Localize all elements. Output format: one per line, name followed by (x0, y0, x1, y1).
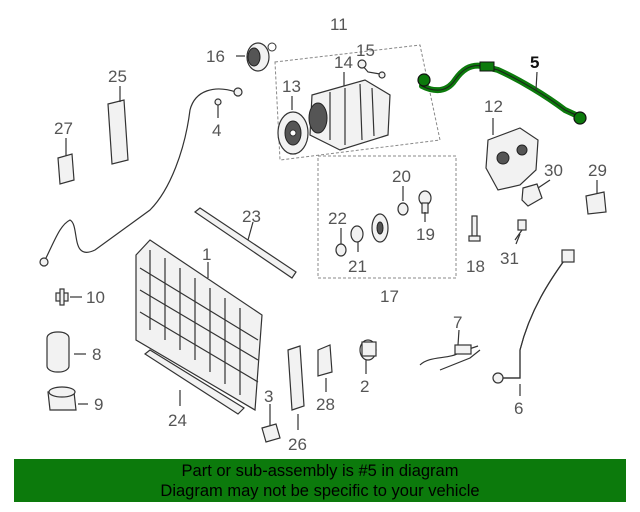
callout-15: 15 (356, 41, 375, 60)
callout-1: 1 (202, 245, 211, 264)
callout-13: 13 (282, 77, 301, 96)
callout-31: 31 (500, 249, 519, 268)
callout-4: 4 (212, 121, 221, 140)
callout-7: 7 (453, 313, 462, 332)
part-5-hose[interactable] (417, 61, 587, 125)
part-12-bracket[interactable] (485, 127, 539, 191)
part-7-pipe[interactable] (419, 344, 481, 371)
callout-29: 29 (588, 161, 607, 180)
part-27-seal[interactable] (57, 153, 75, 185)
part-10-switch[interactable] (55, 288, 69, 306)
callout-19: 19 (416, 225, 435, 244)
callout-10: 10 (86, 288, 105, 307)
callout-22: 22 (328, 209, 347, 228)
callout-25: 25 (108, 67, 127, 86)
callout-27: 27 (54, 119, 73, 138)
part-15-fitting[interactable] (357, 59, 386, 79)
callout-14: 14 (334, 53, 353, 72)
callout-30: 30 (544, 161, 563, 180)
part-28-bracket[interactable] (317, 344, 333, 377)
part-14-compressor[interactable] (308, 79, 391, 151)
callout-17: 17 (380, 287, 399, 306)
part-2-cap[interactable] (359, 339, 377, 361)
part-24-seal-strip[interactable] (143, 349, 245, 415)
callout-3: 3 (264, 387, 273, 406)
callout-18: 18 (466, 257, 485, 276)
part-30-fitting[interactable] (521, 183, 543, 207)
callout-9: 9 (94, 395, 103, 414)
callout-6: 6 (514, 399, 523, 418)
callout-5: 5 (530, 53, 539, 72)
callout-2: 2 (360, 377, 369, 396)
callout-28: 28 (316, 395, 335, 414)
part-19-bolt[interactable] (418, 190, 432, 214)
part-13-clutch-plate[interactable] (277, 111, 309, 155)
part-23-seal-strip[interactable] (193, 207, 297, 279)
part-25-seal[interactable] (107, 99, 129, 165)
part-29-bracket[interactable] (585, 191, 607, 215)
part-3-bracket[interactable] (261, 423, 281, 443)
part-4-pipe[interactable] (39, 87, 243, 267)
part-16-pulley[interactable] (246, 42, 277, 72)
part-31-valve[interactable] (514, 219, 527, 241)
part-21-plate[interactable] (350, 213, 389, 243)
banner-line-1: Part or sub-assembly is #5 in diagram (181, 462, 459, 480)
part-26-bracket[interactable] (287, 345, 305, 411)
part-9-clamp[interactable] (47, 386, 77, 411)
banner-line-2: Diagram may not be specific to your vehi… (160, 482, 480, 500)
part-20-nut[interactable] (397, 202, 409, 216)
part-6-hose[interactable] (492, 249, 575, 384)
parts-diagram: 1 2 3 4 5 6 7 8 9 10 11 12 13 14 15 16 1… (39, 15, 607, 454)
callout-24: 24 (168, 411, 187, 430)
callout-16: 16 (206, 47, 225, 66)
part-18-bolt[interactable] (468, 215, 481, 242)
info-banner: Part or sub-assembly is #5 in diagram Di… (14, 459, 626, 502)
callout-8: 8 (92, 345, 101, 364)
part-1-condenser[interactable] (135, 239, 263, 412)
callout-11: 11 (330, 15, 348, 34)
callout-21: 21 (348, 257, 367, 276)
callout-23: 23 (242, 207, 261, 226)
callout-12: 12 (484, 97, 503, 116)
callout-26: 26 (288, 435, 307, 454)
part-22-nut[interactable] (335, 243, 347, 257)
part-8-receiver-drier[interactable] (46, 331, 70, 373)
callout-20: 20 (392, 167, 411, 186)
